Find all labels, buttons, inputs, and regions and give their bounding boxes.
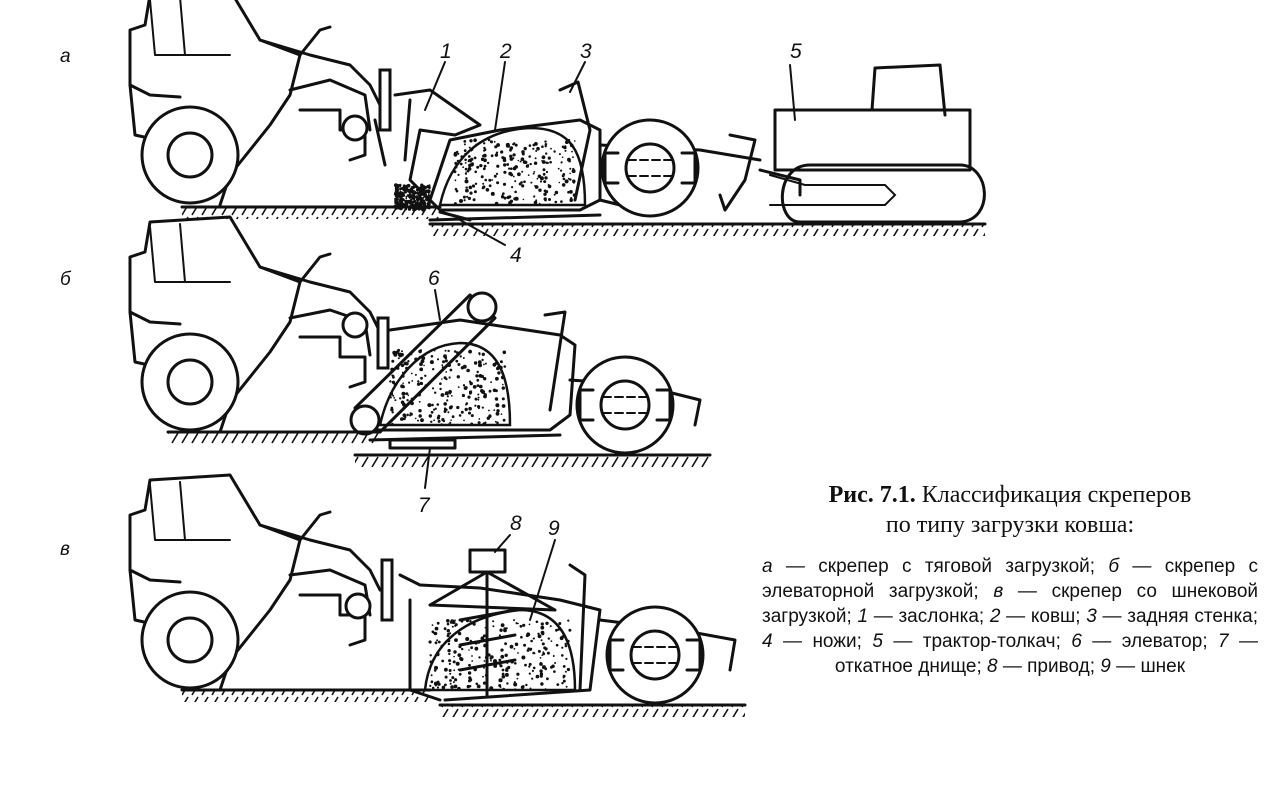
legend-item: 9 — шнек <box>1100 656 1186 677</box>
legend-key: а <box>762 556 773 577</box>
legend-key: 2 <box>989 606 1001 627</box>
legend-item: в — скрепер со шнековой загрузкой; <box>762 581 1259 627</box>
callout-5: 5 <box>790 40 802 63</box>
legend-item: 8 — привод; <box>987 656 1096 677</box>
callout-1: 1 <box>440 40 452 63</box>
panel-c <box>128 473 747 717</box>
caption-title-rest: Классификация скреперов <box>915 482 1192 508</box>
legend-text: ножи; <box>812 631 862 652</box>
legend-item: 1 — заслонка; <box>857 606 985 627</box>
legend-key: 6 <box>1071 631 1082 652</box>
legend-item: 6 — элеватор; <box>1071 631 1208 652</box>
figure-label: Рис. 7.1. <box>828 482 916 508</box>
legend-item: 3 — задняя стенка; <box>1086 606 1259 627</box>
caption-title-line2: по типу загрузки ковша: <box>885 512 1135 538</box>
legend-text: скрепер с тяговой загрузкой; <box>818 556 1096 577</box>
legend-text: трактор-толкач; <box>922 631 1061 652</box>
callout-6: 6 <box>428 267 440 290</box>
legend-text: скрепер с элеваторной загрузкой; <box>762 556 1258 602</box>
legend-key: 5 <box>872 631 883 652</box>
legend-key: 4 <box>762 631 773 652</box>
legend-item: 2 — ковш; <box>989 606 1081 627</box>
legend-text: привод; <box>1027 656 1096 677</box>
legend-text: шнек <box>1140 656 1186 677</box>
legend-item: 4 — ножи; <box>762 631 862 652</box>
legend-item: 5 — трактор-толкач; <box>872 631 1061 652</box>
legend-item: 7 — откатное днище; <box>834 631 1259 677</box>
legend-text: откатное днище; <box>834 656 982 677</box>
callout-2: 2 <box>499 40 512 63</box>
panel-a <box>128 0 987 246</box>
soil-stipple <box>389 138 577 692</box>
panel-b <box>128 215 712 489</box>
legend-key: в <box>993 581 1004 602</box>
legend-text: заслонка; <box>898 606 985 627</box>
panel-letter-b: б <box>60 269 72 290</box>
panel-letter-c: в <box>60 539 70 560</box>
legend-key: 9 <box>1100 656 1111 677</box>
callout-9: 9 <box>548 517 560 540</box>
legend-key: б <box>1108 556 1120 577</box>
legend-text: ковш; <box>1030 606 1081 627</box>
figure-caption: Рис. 7.1. Классификация скреперов по тип… <box>760 480 1260 679</box>
legend-text: задняя стенка; <box>1127 606 1259 627</box>
panel-letter-a: а <box>60 46 71 67</box>
legend-item: б — скрепер с элеваторной загрузкой; <box>762 556 1258 602</box>
legend-key: 7 <box>1218 631 1229 652</box>
callout-7: 7 <box>418 494 431 517</box>
callout-4: 4 <box>510 244 522 267</box>
caption-title: Рис. 7.1. Классификация скреперов по тип… <box>760 480 1260 540</box>
legend-text: элеватор; <box>1121 631 1208 652</box>
legend-item: а — скрепер с тяговой загрузкой; <box>762 556 1096 577</box>
legend-key: 3 <box>1086 606 1097 627</box>
legend-text: скрепер со шнековой загрузкой; <box>762 581 1259 627</box>
callout-3: 3 <box>580 40 592 63</box>
callout-8: 8 <box>510 512 522 535</box>
legend-key: 8 <box>987 656 998 677</box>
legend-key: 1 <box>857 606 869 627</box>
legend: а — скрепер с тяговой загрузкой; б — скр… <box>760 554 1260 679</box>
